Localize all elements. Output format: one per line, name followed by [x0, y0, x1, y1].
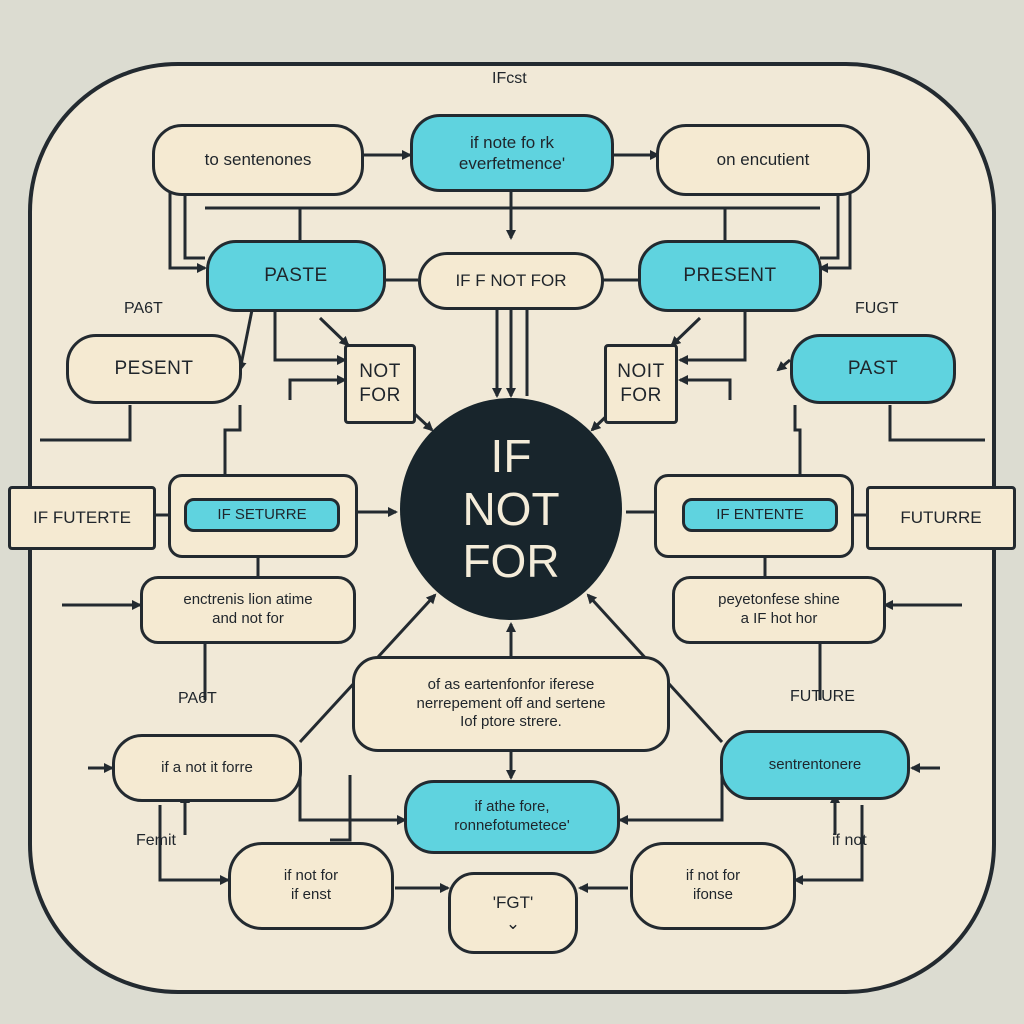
node-bottom-right: if not for ifonse [630, 842, 796, 930]
node-not-for-left: NOT FOR [344, 344, 416, 424]
connector [158, 805, 230, 885]
node-if-f-not-for: IF F NOT FOR [418, 252, 604, 310]
node-paste: PASTE [206, 240, 386, 312]
left-past2-label: PA6T [178, 690, 217, 707]
top-label: IFcst [492, 70, 527, 87]
connector [678, 310, 747, 365]
node-top-center: if note fo rk everfetmence' [410, 114, 614, 192]
node-top-left: to sentenones [152, 124, 364, 196]
connector [793, 805, 864, 885]
connector [820, 192, 840, 260]
node-center-cyan: if athe fore, ronnefotumetece' [404, 780, 620, 854]
connector [678, 375, 732, 400]
connector [318, 316, 350, 347]
node-bottom-left: if not for if enst [228, 842, 394, 930]
left-femit-label: Femit [136, 832, 176, 849]
node-pesent: PESENT [66, 334, 242, 404]
connector [776, 358, 791, 372]
node-if-a-not: if a not it forre [112, 734, 302, 802]
node-if-seture: IF SETURRE [184, 498, 340, 532]
connector [618, 760, 724, 825]
node-top-right: on encutient [656, 124, 870, 196]
connector [288, 375, 347, 400]
node-right-mid: peyetonfese shine a IF hot hor [672, 576, 886, 644]
connector [670, 316, 702, 347]
node-center-bottom: of as eartenfonfor iferese nerrepement o… [352, 656, 670, 752]
node-present: PRESENT [638, 240, 822, 312]
node-fgt: 'FGT' ⌄ [448, 872, 578, 954]
right-future-label: FUTURE [790, 688, 855, 705]
node-not-for-right: NOIT FOR [604, 344, 678, 424]
connector [223, 405, 242, 505]
right-ifnot-label: if not [832, 832, 867, 849]
hub-circle: IF NOT FOR [400, 398, 622, 620]
connector [888, 405, 985, 442]
connector [183, 192, 205, 260]
node-if-entente: IF ENTENTE [682, 498, 838, 532]
node-futurre: FUTURRE [866, 486, 1016, 550]
connector [818, 192, 852, 273]
connector [40, 405, 132, 442]
connector [298, 760, 407, 825]
node-sentren: sentrentonere [720, 730, 910, 800]
node-past: PAST [790, 334, 956, 404]
right-fut-label: FUGT [855, 300, 899, 317]
connector [793, 405, 802, 505]
node-left-mid: enctrenis lion atime and not for [140, 576, 356, 644]
connector [273, 310, 347, 365]
left-past-label: PA6T [124, 300, 163, 317]
node-if-futerte: IF FUTERTE [8, 486, 156, 550]
connector [330, 775, 352, 842]
connector [168, 192, 207, 273]
